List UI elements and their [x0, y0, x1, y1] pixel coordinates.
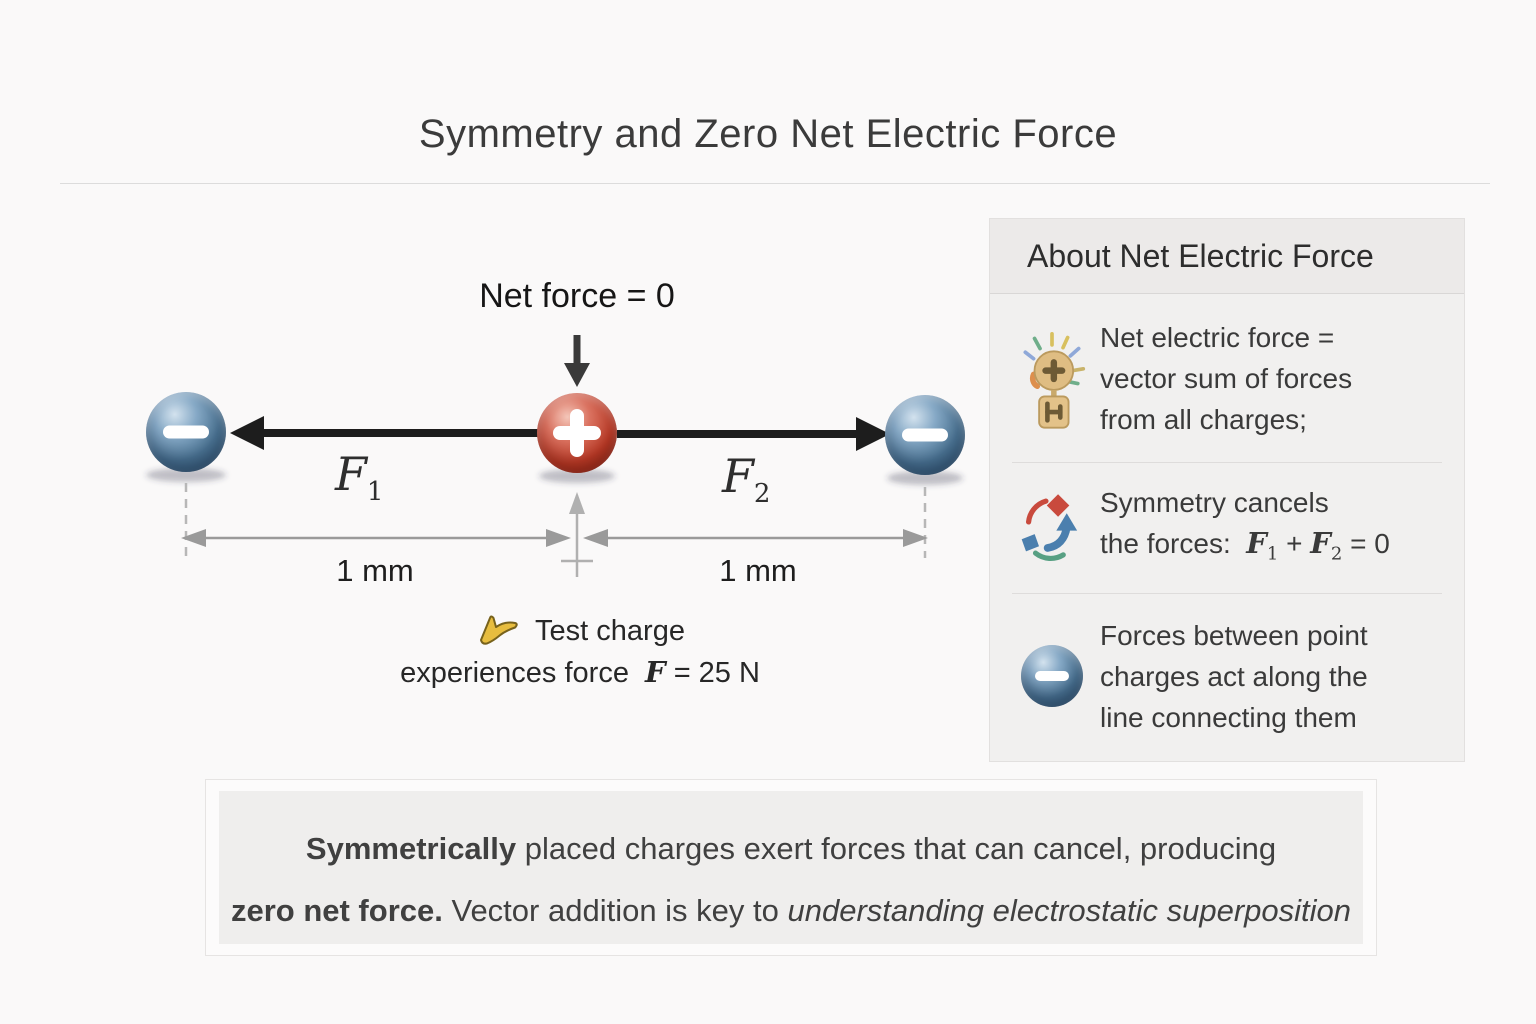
panel-item-text: Forces between point charges act along t… — [1100, 619, 1368, 733]
distance-label-right: 1 mm — [719, 553, 797, 588]
glowing-charge-icon — [1004, 326, 1100, 430]
plus-icon — [553, 426, 601, 440]
panel-divider — [1012, 593, 1442, 594]
test-charge-note-line1: Test charge — [330, 612, 830, 650]
dimension-line-right — [583, 529, 928, 547]
f1-label: F1 — [335, 447, 384, 508]
extension-lines — [184, 483, 927, 558]
title-divider — [60, 183, 1490, 184]
test-charge-pointer-icon — [480, 615, 518, 645]
caption-box: Symmetrically placed charges exert force… — [205, 779, 1377, 956]
panel-divider — [1012, 462, 1442, 463]
force-arrow-f1-icon — [230, 416, 538, 450]
test-charge-note-line2: experiences force F = 25 N — [400, 655, 760, 689]
negative-charge-right — [885, 395, 965, 475]
about-panel-title: About Net Electric Force — [990, 219, 1464, 294]
page-title: Symmetry and Zero Net Electric Force — [418, 112, 1118, 156]
about-panel: About Net Electric Force — [989, 218, 1465, 762]
force-symbol: F — [645, 655, 666, 689]
minus-icon — [902, 428, 948, 442]
net-force-label: Net force = 0 — [479, 277, 675, 315]
negative-charge-left — [146, 392, 226, 472]
positive-charge-center — [537, 393, 617, 473]
caption-line2: zero net force. Vector addition is key t… — [230, 893, 1352, 928]
minus-icon — [1035, 671, 1069, 681]
caption-inner: Symmetrically placed charges exert force… — [219, 791, 1363, 944]
panel-item-text: Net electric force = vector sum of force… — [1100, 321, 1353, 435]
panel-item-symmetry: Symmetry cancels the forces: F1 + F2 = 0 — [990, 463, 1464, 593]
panel-item-line-of-action: Forces between point charges act along t… — [990, 594, 1464, 758]
sphere-shadows — [146, 468, 963, 485]
center-marker — [561, 492, 593, 577]
f2-label: F2 — [722, 449, 771, 510]
distance-label-left: 1 mm — [336, 553, 414, 588]
cycle-arrows-icon — [1004, 487, 1100, 569]
caption-line1: Symmetrically placed charges exert force… — [305, 831, 1277, 866]
net-force-down-arrow-icon — [564, 335, 590, 387]
negative-charge-icon — [1004, 645, 1100, 707]
panel-item-vector-sum: Net electric force = vector sum of force… — [990, 294, 1464, 462]
minus-icon — [163, 425, 209, 439]
panel-item-text: Symmetry cancels the forces: F1 + F2 = 0 — [1100, 482, 1390, 575]
dimension-line-left — [181, 529, 571, 547]
force-arrow-f2-icon — [617, 417, 890, 451]
cancellation-formula: the forces: F1 + F2 = 0 — [1100, 525, 1390, 565]
